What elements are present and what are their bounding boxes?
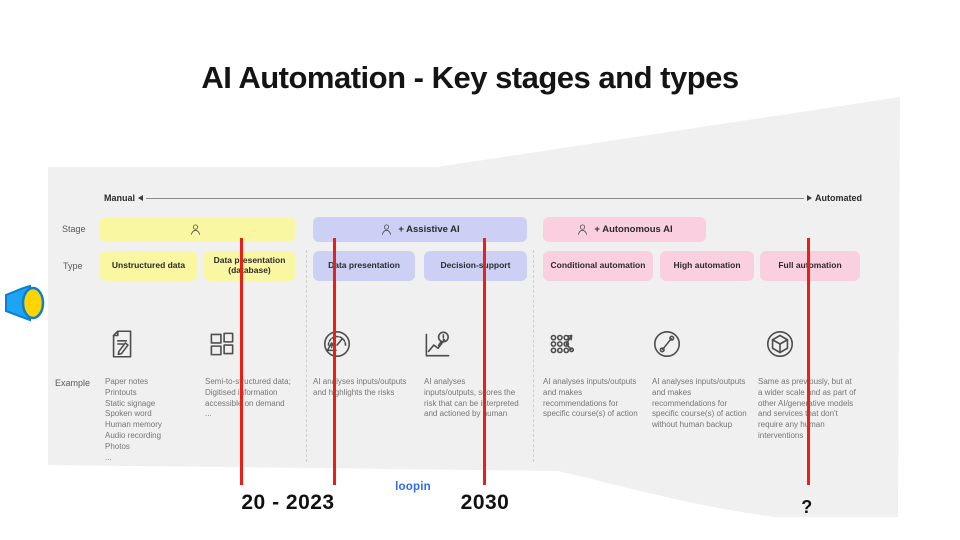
group-separator xyxy=(533,250,534,462)
stage-label: + Autonomous AI xyxy=(594,224,673,235)
arrow-left-icon xyxy=(138,195,144,201)
type-box-data-presentation-database: Data presentation (database) xyxy=(204,251,295,281)
type-box-high-automation: High automation xyxy=(660,251,754,281)
grid-icon xyxy=(210,332,234,356)
person-icon xyxy=(190,224,200,235)
type-box-unstructured-data: Unstructured data xyxy=(100,251,197,281)
document-edit-icon xyxy=(112,330,132,358)
stage-box-manual xyxy=(100,217,295,242)
page-title: AI Automation - Key stages and types xyxy=(201,60,739,95)
timeline-marker-line xyxy=(483,238,486,485)
loopin-logo: loopin xyxy=(395,481,431,493)
row-label-stage: Stage xyxy=(62,224,86,234)
person-icon xyxy=(382,224,392,235)
cube-icon xyxy=(766,330,794,358)
type-box-decision-support: Decision-support xyxy=(424,251,527,281)
stage-box-autonomous-ai: + Autonomous AI xyxy=(543,217,706,242)
axis-line xyxy=(146,197,804,199)
stage-label: + Assistive AI xyxy=(398,224,460,235)
connection-icon xyxy=(653,330,681,358)
example-text-manual-database: Semi-to-structured data; Digitised infor… xyxy=(205,377,291,419)
pattern-dots-icon xyxy=(550,334,575,354)
type-box-full-automation: Full automation xyxy=(760,251,860,281)
example-text-manual-unstructured: Paper notes Printouts Static signage Spo… xyxy=(105,377,162,462)
arrow-right-icon xyxy=(807,195,812,201)
group-separator xyxy=(306,250,307,462)
example-text-data-presentation: AI analyses inputs/outputs and highlight… xyxy=(313,377,407,397)
timeline-marker-line xyxy=(333,238,336,485)
example-text-full-automation: Same as previously, but at a wider scale… xyxy=(758,377,856,440)
axis-label-automated: Automated xyxy=(815,193,862,203)
timeline-marker-line xyxy=(240,238,243,485)
type-box-data-presentation: Data presentation xyxy=(313,251,415,281)
example-text-decision-support: AI analyses inputs/outputs, scores the r… xyxy=(424,377,519,419)
example-text-conditional-automation: AI analyses inputs/outputs and makes rec… xyxy=(543,377,638,419)
manual-automated-axis: Manual Automated xyxy=(104,192,862,204)
row-label-type: Type xyxy=(63,261,83,271)
example-text-high-automation: AI analyses inputs/outputs and makes rec… xyxy=(652,377,747,430)
megaphone-icon xyxy=(5,284,45,322)
stage-box-assistive-ai: + Assistive AI xyxy=(313,217,527,242)
timeline-label-question: ? xyxy=(801,497,813,517)
timeline-label-2020-2023: 20 - 2023 xyxy=(241,491,335,514)
type-box-conditional-automation: Conditional automation xyxy=(543,251,653,281)
row-label-example: Example xyxy=(55,378,91,388)
person-icon xyxy=(578,224,588,235)
timeline-marker-line xyxy=(807,238,810,485)
chart-magnifier-icon xyxy=(425,331,450,357)
risk-gauge-icon xyxy=(323,330,351,358)
axis-label-manual: Manual xyxy=(104,193,136,203)
timeline-label-2030: 2030 xyxy=(460,491,510,514)
